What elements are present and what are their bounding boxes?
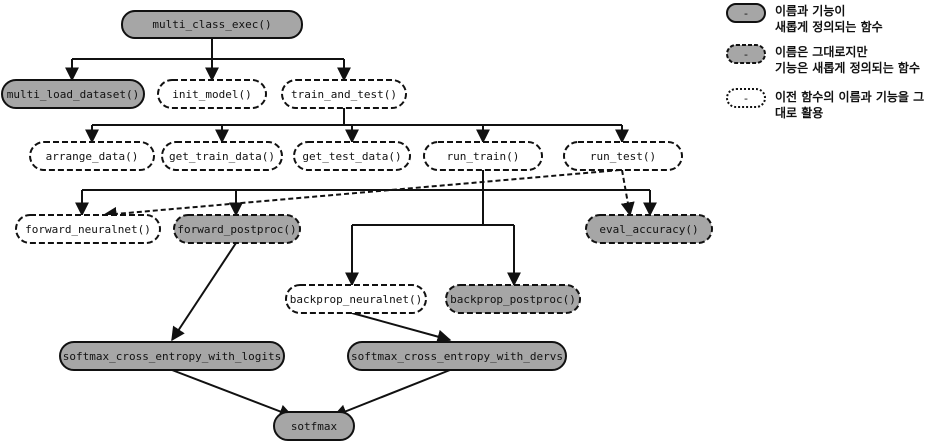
node-arrange-data[interactable] bbox=[29, 141, 155, 171]
legend-reused-line2: 대로 활용 bbox=[775, 105, 823, 120]
node-init-model[interactable] bbox=[157, 79, 267, 109]
node-softmax-dervs[interactable] bbox=[347, 341, 567, 371]
legend-swatch-new bbox=[726, 3, 766, 23]
node-softmax-logits[interactable] bbox=[59, 341, 285, 371]
node-forward-neuralnet[interactable] bbox=[15, 214, 161, 244]
edge-exec-bus bbox=[72, 38, 344, 60]
node-backprop-postproc-label: backprop_postproc() bbox=[450, 293, 576, 306]
legend-swatch-new-symbol: - bbox=[744, 7, 748, 20]
node-backprop-postproc[interactable] bbox=[445, 284, 581, 314]
dashed-connectors bbox=[102, 169, 635, 221]
node-eval-accuracy[interactable] bbox=[585, 214, 713, 244]
node-arrange-data-label: arrange_data() bbox=[46, 150, 139, 163]
legend-new-line1: 이름과 기능이 bbox=[775, 3, 845, 18]
edge-dervs-to-sotfmax bbox=[332, 369, 451, 418]
legend-swatch-redefined-symbol: - bbox=[744, 48, 748, 61]
node-softmax-logits-label: softmax_cross_entropy_with_logits bbox=[63, 350, 282, 363]
node-softmax-dervs-label: softmax_cross_entropy_with_dervs bbox=[351, 350, 563, 363]
edge-tt-bus bbox=[92, 108, 622, 126]
legend-redefined-line2: 기능은 새롭게 정의되는 함수 bbox=[775, 60, 920, 75]
node-multi-load-dataset[interactable] bbox=[1, 79, 145, 109]
node-multi-class-exec[interactable] bbox=[121, 10, 303, 39]
node-train-and-test-label: train_and_test() bbox=[291, 88, 397, 101]
node-multi-load-dataset-label: multi_load_dataset() bbox=[7, 88, 139, 101]
node-eval-accuracy-label: eval_accuracy() bbox=[599, 223, 698, 236]
node-init-model-label: init_model() bbox=[172, 88, 251, 101]
node-get-test-data[interactable] bbox=[293, 141, 411, 171]
edge-runtrain-bwd-bus bbox=[352, 190, 514, 226]
legend-swatch-reused-symbol: - bbox=[744, 92, 748, 105]
node-sotfmax[interactable] bbox=[273, 411, 355, 441]
node-run-train-label: run_train() bbox=[447, 150, 520, 163]
node-backprop-neuralnet-label: backprop_neuralnet() bbox=[290, 293, 422, 306]
legend-swatch-redefined bbox=[726, 44, 766, 64]
node-forward-postproc-label: forward_postproc() bbox=[177, 223, 296, 236]
node-backprop-neuralnet[interactable] bbox=[285, 284, 427, 314]
legend-new-line2: 새롭게 정의되는 함수 bbox=[775, 19, 883, 34]
node-train-and-test[interactable] bbox=[281, 79, 407, 109]
node-get-train-data-label: get_train_data() bbox=[169, 150, 275, 163]
node-forward-neuralnet-label: forward_neuralnet() bbox=[25, 223, 151, 236]
edge-runtrain-fwd-bus bbox=[82, 170, 650, 191]
node-forward-postproc[interactable] bbox=[173, 214, 301, 244]
node-sotfmax-label: sotfmax bbox=[291, 420, 338, 433]
legend-redefined-line1: 이름은 그대로지만 bbox=[775, 44, 868, 59]
legend: - 이름과 기능이 새롭게 정의되는 함수 - 이름은 그대로지만 기능은 새롭… bbox=[726, 3, 924, 120]
edge-runtest-to-fwdnet bbox=[102, 169, 621, 221]
node-run-test[interactable] bbox=[563, 141, 683, 171]
node-run-train[interactable] bbox=[423, 141, 543, 171]
edge-runtest-to-eval bbox=[620, 169, 635, 217]
node-get-test-data-label: get_test_data() bbox=[302, 150, 401, 163]
nodes: multi_class_exec() multi_load_dataset() … bbox=[1, 10, 713, 441]
connectors bbox=[65, 38, 657, 419]
edge-bwdnet-to-dervs bbox=[351, 312, 452, 344]
node-multi-class-exec-label: multi_class_exec() bbox=[152, 18, 271, 31]
edge-logits-to-sotfmax bbox=[171, 369, 294, 419]
legend-reused-line1: 이전 함수의 이름과 기능을 그 bbox=[775, 89, 924, 104]
legend-swatch-reused bbox=[726, 88, 766, 108]
edge-fwdpost-to-logits bbox=[171, 242, 237, 342]
node-get-train-data[interactable] bbox=[161, 141, 283, 171]
node-run-test-label: run_test() bbox=[590, 150, 656, 163]
